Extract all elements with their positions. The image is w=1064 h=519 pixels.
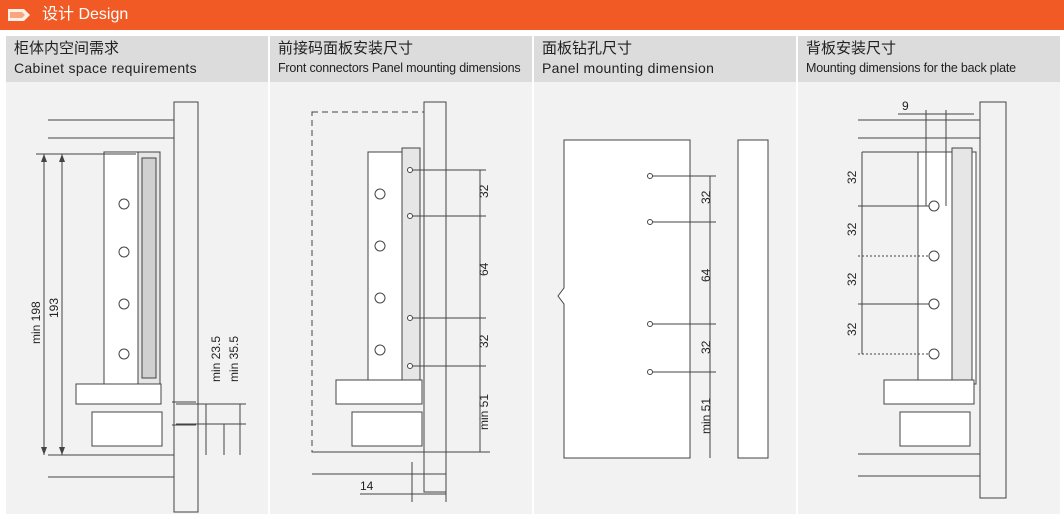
dim-min-198: min 198 xyxy=(29,301,43,344)
dim-9: 9 xyxy=(902,99,909,113)
panel-cabinet-space: 柜体内空间需求 Cabinet space requirements xyxy=(6,36,268,514)
panel-title-en: Panel mounting dimension xyxy=(542,60,715,76)
dim-32-top: 32 xyxy=(477,184,491,198)
arrow-flag-icon xyxy=(8,9,30,21)
dim-14: 14 xyxy=(360,479,374,493)
dim-min-51: min 51 xyxy=(477,394,491,430)
panel-header: 面板钻孔尺寸 Panel mounting dimension xyxy=(534,36,796,82)
dim-32-bottom: 32 xyxy=(699,340,713,354)
dim-193: 193 xyxy=(47,298,61,318)
panel-title-en: Cabinet space requirements xyxy=(14,60,197,76)
dim-32-b: 32 xyxy=(845,222,859,236)
cabinet-space-drawing: min 198 193 min 23.5 min 35.5 xyxy=(29,101,246,513)
front-panel-drawing: 32 64 32 min 51 14 xyxy=(311,101,491,502)
dim-32-a: 32 xyxy=(845,170,859,184)
dim-64: 64 xyxy=(699,268,713,282)
panel-header: 前接码面板安装尺寸 Front connectors Panel mountin… xyxy=(270,36,532,82)
section-banner: 设计 Design xyxy=(0,0,1064,30)
dim-32-d: 32 xyxy=(845,322,859,336)
panel-front-connectors: 前接码面板安装尺寸 Front connectors Panel mountin… xyxy=(270,36,532,514)
dim-32-top: 32 xyxy=(699,190,713,204)
panel-drilling-drawing: 32 64 32 min 51 xyxy=(557,139,769,459)
section-title: 设计 Design xyxy=(42,6,129,23)
dim-min-23-5: min 23.5 xyxy=(209,336,223,382)
dim-32-c: 32 xyxy=(845,272,859,286)
dim-64: 64 xyxy=(477,262,491,276)
back-plate-drawing: 9 32 32 32 32 xyxy=(845,99,1007,499)
panel-header: 背板安装尺寸 Mounting dimensions for the back … xyxy=(798,36,1060,82)
panel-title-en: Front connectors Panel mounting dimensio… xyxy=(278,61,521,75)
panel-title-cn: 背板安装尺寸 xyxy=(806,40,897,57)
panel-header: 柜体内空间需求 Cabinet space requirements xyxy=(6,36,268,82)
panel-title-cn: 柜体内空间需求 xyxy=(14,40,120,57)
panel-panel-mounting: 面板钻孔尺寸 Panel mounting dimension 32 64 32… xyxy=(534,36,796,514)
panel-title-en: Mounting dimensions for the back plate xyxy=(806,61,1016,75)
dim-32-bottom: 32 xyxy=(477,334,491,348)
dim-min-35-5: min 35.5 xyxy=(227,336,241,382)
panel-back-plate: 背板安装尺寸 Mounting dimensions for the back … xyxy=(798,36,1060,514)
dim-min-51: min 51 xyxy=(699,398,713,434)
panel-title-cn: 面板钻孔尺寸 xyxy=(542,40,633,57)
panel-title-cn: 前接码面板安装尺寸 xyxy=(278,40,414,57)
